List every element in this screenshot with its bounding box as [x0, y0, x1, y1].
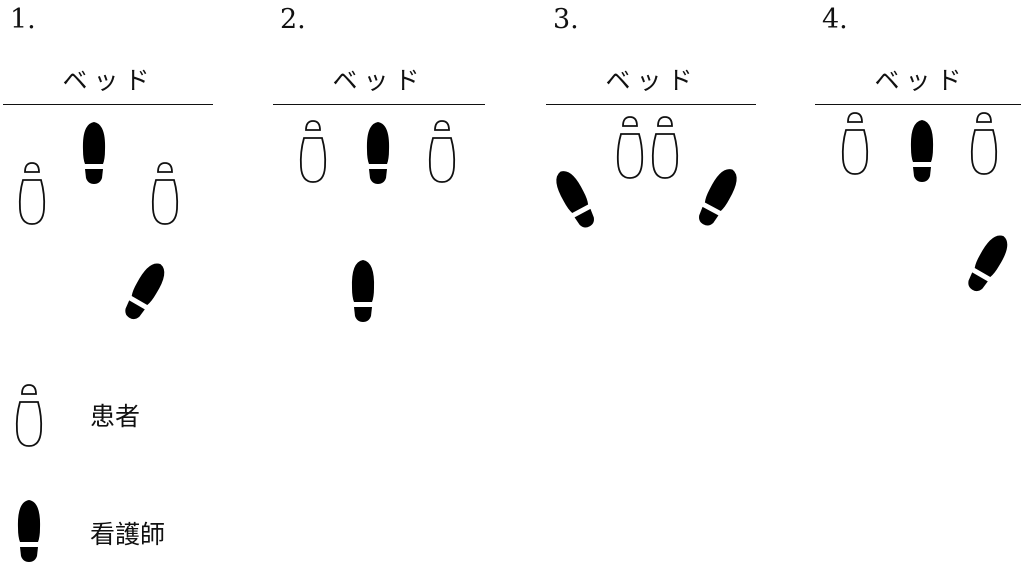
bed-line [815, 104, 1021, 105]
patient-footprint-icon [299, 120, 327, 183]
legend-item-patient: 患者 [0, 380, 260, 455]
nurse-footprint-icon [351, 260, 375, 322]
filled-footprint-icon [17, 500, 41, 562]
panel-1: 1. ベッド [0, 0, 230, 340]
patient-footprint-icon [841, 112, 869, 175]
nurse-footprint-icon [550, 166, 600, 232]
outline-footprint-icon [15, 384, 43, 447]
nurse-footprint-icon [119, 258, 171, 324]
bed-line [3, 104, 213, 105]
legend: 患者 看護師 [0, 380, 260, 565]
bed-label: ベッド [62, 66, 156, 95]
panel-number: 4. [822, 4, 848, 35]
bed-label: ベッド [332, 66, 426, 95]
patient-footprint-icon [970, 112, 998, 175]
patient-footprint-icon [151, 162, 179, 225]
nurse-footprint-icon [910, 120, 934, 182]
nurse-footprint-icon [82, 122, 106, 184]
patient-footprint-icon [18, 162, 46, 225]
patient-footprint-icon [616, 116, 644, 179]
nurse-footprint-icon [962, 230, 1014, 296]
bed-line [273, 104, 485, 105]
nurse-footprint-icon [693, 164, 743, 230]
legend-label: 患者 [90, 402, 141, 431]
patient-footprint-icon [428, 120, 456, 183]
panel-number: 3. [553, 4, 579, 35]
patient-footprint-icon [651, 116, 679, 179]
bed-label: ベッド [874, 66, 968, 95]
panel-2: 2. ベッド [270, 0, 500, 340]
panel-3: 3. ベッド [543, 0, 773, 340]
panel-number: 1. [10, 4, 36, 35]
legend-label: 看護師 [90, 520, 166, 549]
panel-4: 4. ベッド [812, 0, 1023, 340]
panel-number: 2. [280, 4, 306, 35]
bed-line [546, 104, 756, 105]
nurse-footprint-icon [366, 122, 390, 184]
bed-label: ベッド [605, 66, 699, 95]
legend-item-nurse: 看護師 [0, 498, 260, 565]
